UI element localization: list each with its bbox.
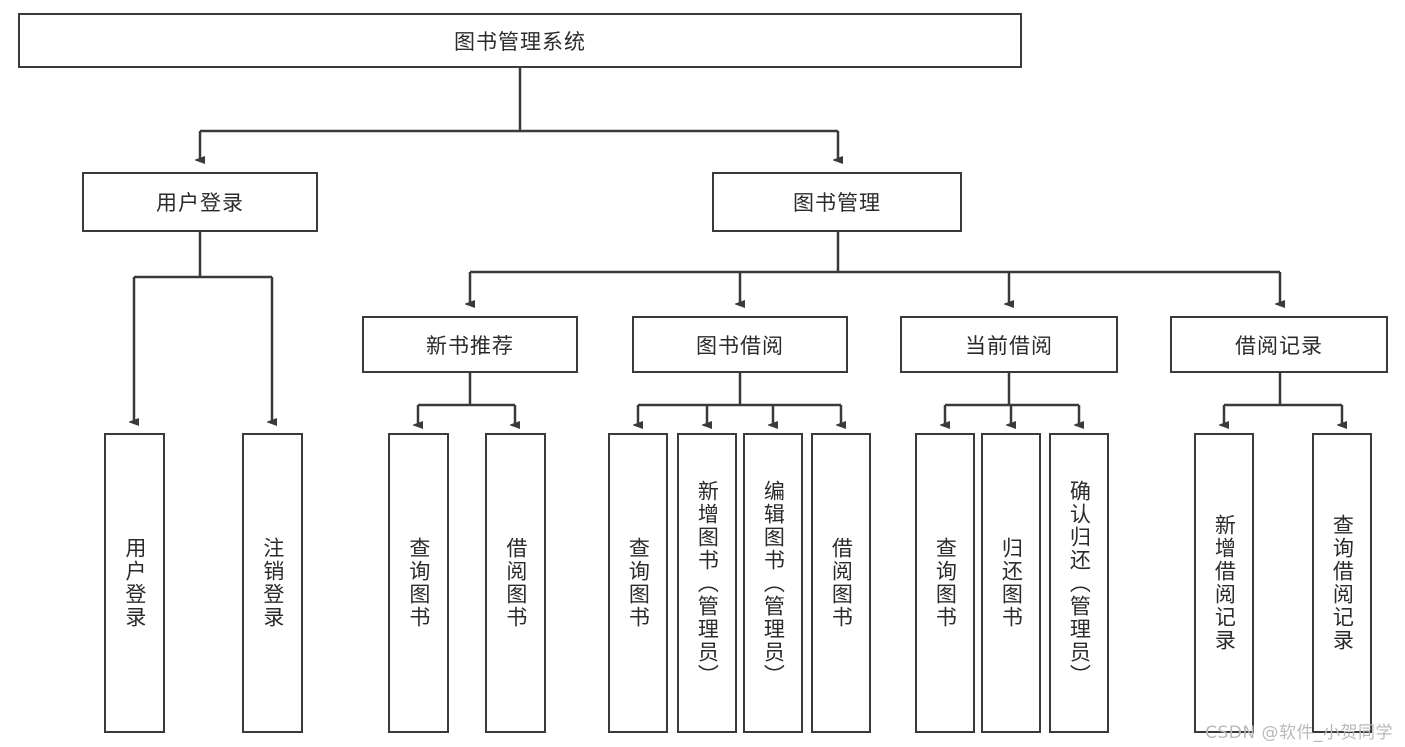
leaf-query-book-2[interactable]: 查询图书 (608, 433, 668, 733)
node-root[interactable]: 图书管理系统 (18, 13, 1022, 68)
leaf-query-record[interactable]: 查询借阅记录 (1312, 433, 1372, 733)
watermark: CSDN @软件_小贺同学 (1205, 723, 1393, 743)
leaf-add-book-label: 新增图书（管理员） (695, 479, 720, 687)
leaf-edit-book[interactable]: 编辑图书（管理员） (743, 433, 803, 733)
leaf-user-login-label: 用户登录 (122, 537, 147, 629)
leaf-confirm-return[interactable]: 确认归还（管理员） (1049, 433, 1109, 733)
leaf-borrow-book-1[interactable]: 借阅图书 (485, 433, 546, 733)
leaf-logout-login[interactable]: 注销登录 (242, 433, 303, 733)
node-user-login-label: 用户登录 (156, 191, 244, 215)
node-current-borrow-label: 当前借阅 (965, 333, 1053, 358)
node-book-borrow-label: 图书借阅 (696, 333, 784, 358)
node-new-book-recommend-label: 新书推荐 (426, 333, 514, 358)
leaf-borrow-book-2-label: 借阅图书 (829, 537, 854, 629)
node-book-manage[interactable]: 图书管理 (712, 172, 962, 232)
leaf-query-book-1[interactable]: 查询图书 (388, 433, 449, 733)
node-book-borrow[interactable]: 图书借阅 (632, 316, 848, 373)
leaf-query-book-3[interactable]: 查询图书 (915, 433, 975, 733)
leaf-user-login[interactable]: 用户登录 (104, 433, 165, 733)
node-current-borrow[interactable]: 当前借阅 (900, 316, 1118, 373)
leaf-add-record-label: 新增借阅记录 (1212, 514, 1237, 652)
node-root-label: 图书管理系统 (454, 29, 586, 54)
node-borrow-record-label: 借阅记录 (1235, 333, 1323, 358)
leaf-query-book-3-label: 查询图书 (933, 537, 958, 629)
leaf-borrow-book-2[interactable]: 借阅图书 (811, 433, 871, 733)
node-book-manage-label: 图书管理 (793, 191, 881, 215)
leaf-edit-book-label: 编辑图书（管理员） (761, 479, 786, 687)
leaf-return-book[interactable]: 归还图书 (981, 433, 1041, 733)
leaf-borrow-book-1-label: 借阅图书 (503, 537, 528, 629)
node-user-login[interactable]: 用户登录 (82, 172, 318, 232)
leaf-query-record-label: 查询借阅记录 (1330, 514, 1355, 652)
leaf-add-record[interactable]: 新增借阅记录 (1194, 433, 1254, 733)
leaf-query-book-2-label: 查询图书 (626, 537, 651, 629)
leaf-logout-login-label: 注销登录 (260, 537, 285, 629)
node-borrow-record[interactable]: 借阅记录 (1170, 316, 1388, 373)
leaf-return-book-label: 归还图书 (999, 537, 1024, 629)
leaf-query-book-1-label: 查询图书 (406, 537, 431, 629)
node-new-book-recommend[interactable]: 新书推荐 (362, 316, 578, 373)
leaf-add-book[interactable]: 新增图书（管理员） (677, 433, 737, 733)
leaf-confirm-return-label: 确认归还（管理员） (1067, 479, 1092, 687)
